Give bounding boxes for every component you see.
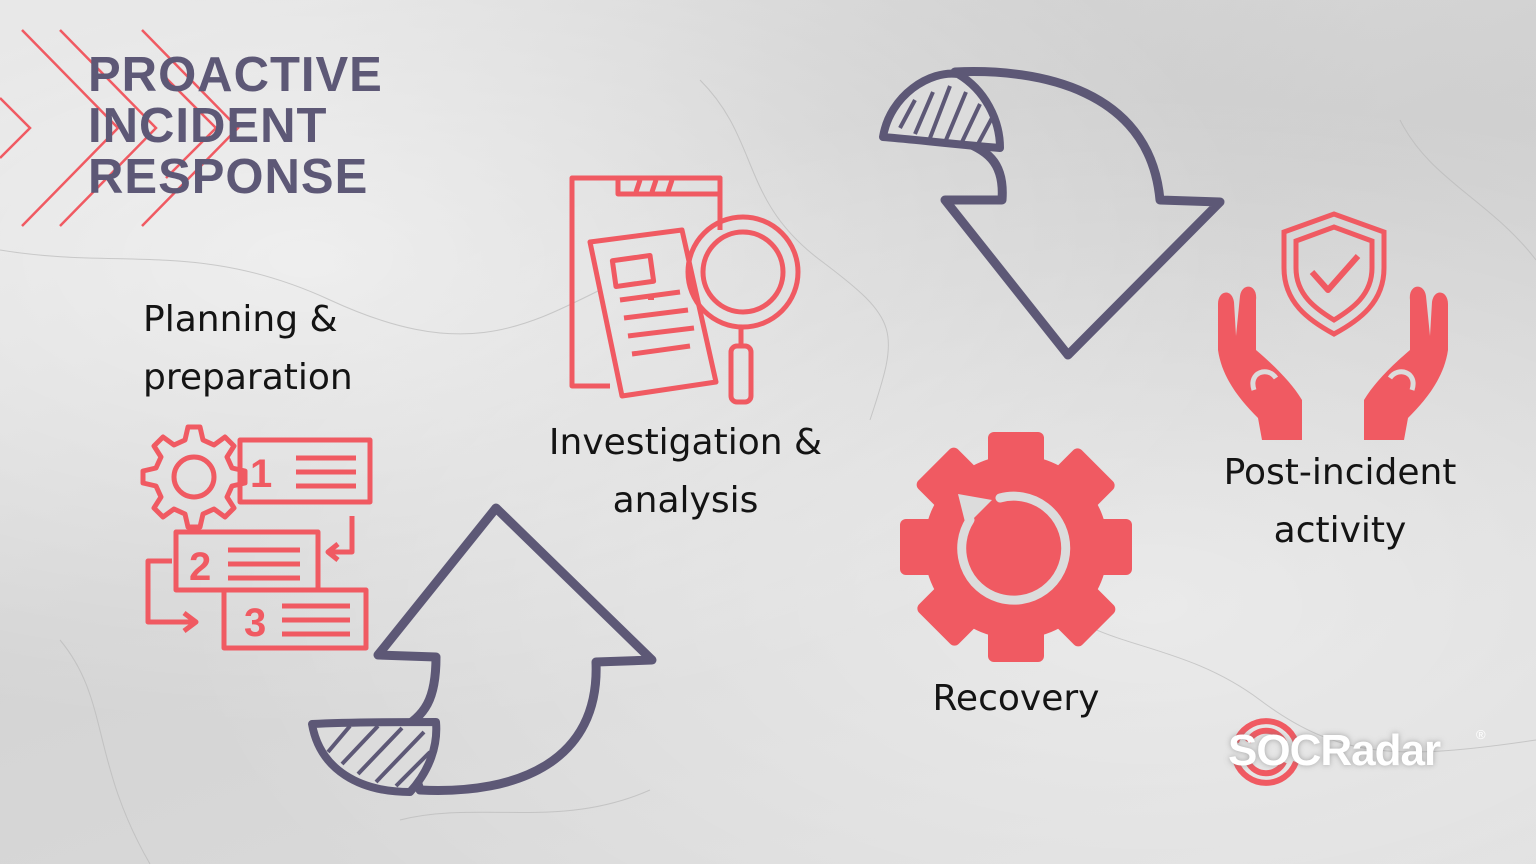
recovery-line-1: Recovery bbox=[932, 678, 1100, 719]
shield-hands-icon bbox=[1218, 211, 1448, 440]
stage-label-planning: Planning & preparation bbox=[143, 291, 353, 407]
investigation-line-2: analysis bbox=[612, 480, 759, 521]
title-line-3: RESPONSE bbox=[88, 150, 369, 204]
title-line-2: INCIDENT bbox=[88, 99, 328, 153]
stage-label-investigation: Investigation & analysis bbox=[538, 414, 833, 530]
step-number-3: 3 bbox=[244, 601, 266, 645]
registered-mark: ® bbox=[1476, 727, 1486, 742]
title-line-1: PROACTIVE bbox=[88, 48, 383, 102]
step-number-2: 2 bbox=[189, 545, 211, 589]
post-incident-line-2: activity bbox=[1273, 510, 1407, 551]
planning-line-1: Planning & bbox=[143, 299, 338, 340]
stage-label-post-incident: Post-incident activity bbox=[1200, 444, 1480, 560]
page-title: PROACTIVE INCIDENT RESPONSE bbox=[88, 50, 383, 203]
step-number-1: 1 bbox=[250, 452, 272, 496]
chevron-decoration-icon bbox=[0, 29, 240, 227]
post-incident-line-1: Post-incident bbox=[1223, 452, 1457, 493]
investigation-line-1: Investigation & bbox=[548, 422, 823, 463]
radar-logo-icon bbox=[1233, 718, 1299, 786]
brand-logo-text: SOCRadar bbox=[1228, 726, 1441, 775]
curved-arrow-down-icon bbox=[879, 67, 1225, 360]
numbered-checklist-icon bbox=[140, 424, 373, 651]
stage-label-recovery: Recovery bbox=[916, 670, 1116, 728]
planning-line-2: preparation bbox=[143, 357, 353, 398]
gear-refresh-icon bbox=[900, 432, 1132, 662]
document-magnifier-icon bbox=[569, 175, 801, 405]
curved-arrow-up-icon bbox=[308, 503, 657, 796]
